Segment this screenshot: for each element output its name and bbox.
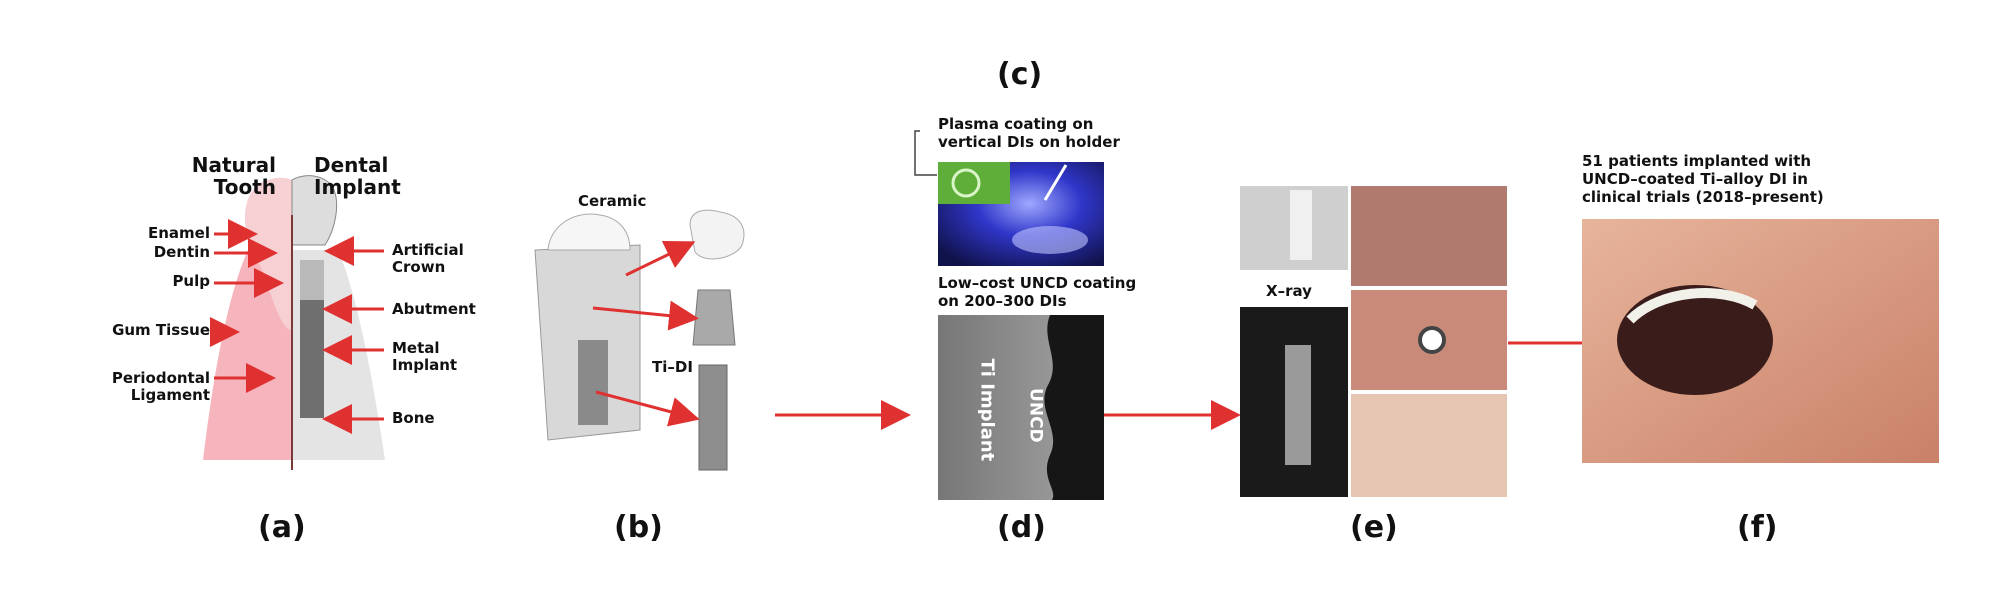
panel-label-f: (f) <box>1737 510 1778 545</box>
panel-e-images <box>1240 186 1507 497</box>
label-periodontal: Periodontal <box>111 369 210 387</box>
patients-note-line-1: 51 patients implanted with <box>1582 152 1812 170</box>
label-implant: Implant <box>392 355 458 374</box>
label-ceramic: Ceramic <box>578 192 647 210</box>
uncd-coating-note: Low–cost UNCD coating on 200–300 DIs <box>938 274 1136 310</box>
abutment-part <box>692 289 736 346</box>
panel-label-b: (b) <box>614 510 663 545</box>
gum-tissue-left <box>203 250 292 460</box>
label-metal-implant: Metal Implant <box>392 340 457 373</box>
uncd-note-line-1: Low–cost UNCD coating <box>938 274 1137 292</box>
panel-label-d: (d) <box>997 510 1046 545</box>
label-bone: Bone <box>392 409 435 427</box>
ceramic-crown <box>689 209 745 260</box>
panel-label-c: (c) <box>997 57 1043 92</box>
panel-a-illustration <box>203 175 385 470</box>
heading-implant: Implant <box>314 175 401 199</box>
label-xray: X–ray <box>1266 282 1312 300</box>
uncd-note-line-2: on 200–300 DIs <box>938 292 1067 310</box>
label-periodontal-ligament: Periodontal Ligament <box>100 370 210 403</box>
panel-label-e: (e) <box>1350 510 1398 545</box>
panel-b-illustration <box>534 209 745 471</box>
patients-note-line-3: clinical trials (2018–present) <box>1582 188 1824 206</box>
heading-tooth: Tooth <box>213 175 276 199</box>
panel-label-a: (a) <box>258 510 306 545</box>
label-enamel: Enamel <box>148 224 210 242</box>
label-artificial: Artificial <box>392 241 464 259</box>
label-crown: Crown <box>392 257 446 276</box>
heading-dental: Dental <box>314 153 389 177</box>
label-ti-implant: Ti Implant <box>976 358 998 462</box>
natural-tooth-heading: Natural Tooth <box>170 154 276 198</box>
metal-implant <box>300 300 324 418</box>
label-artificial-crown: Artificial Crown <box>392 242 464 275</box>
patients-note: 51 patients implanted with UNCD–coated T… <box>1582 152 1824 206</box>
heading-natural: Natural <box>191 153 276 177</box>
plasma-note-line-1: Plasma coating on <box>938 115 1094 133</box>
patient-photo <box>1582 219 1939 463</box>
plasma-note-line-2: vertical DIs on holder <box>938 133 1120 151</box>
label-abutment: Abutment <box>392 300 476 318</box>
dental-implant-heading: Dental Implant <box>314 154 401 198</box>
label-pulp: Pulp <box>172 272 210 290</box>
abutment <box>300 260 324 300</box>
label-gum-tissue: Gum Tissue <box>112 321 210 339</box>
sem-image <box>938 315 1104 500</box>
label-uncd: UNCD <box>1025 388 1046 443</box>
label-ligament: Ligament <box>130 385 210 404</box>
label-dentin: Dentin <box>153 243 210 261</box>
label-ti-di: Ti–DI <box>652 358 693 376</box>
patients-note-line-2: UNCD–coated Ti–alloy DI in <box>1582 170 1808 188</box>
plasma-coating-photo <box>938 162 1104 266</box>
plasma-coating-note: Plasma coating on vertical DIs on holder <box>938 115 1120 151</box>
ti-di-part <box>698 364 728 471</box>
label-metal: Metal <box>392 339 440 357</box>
